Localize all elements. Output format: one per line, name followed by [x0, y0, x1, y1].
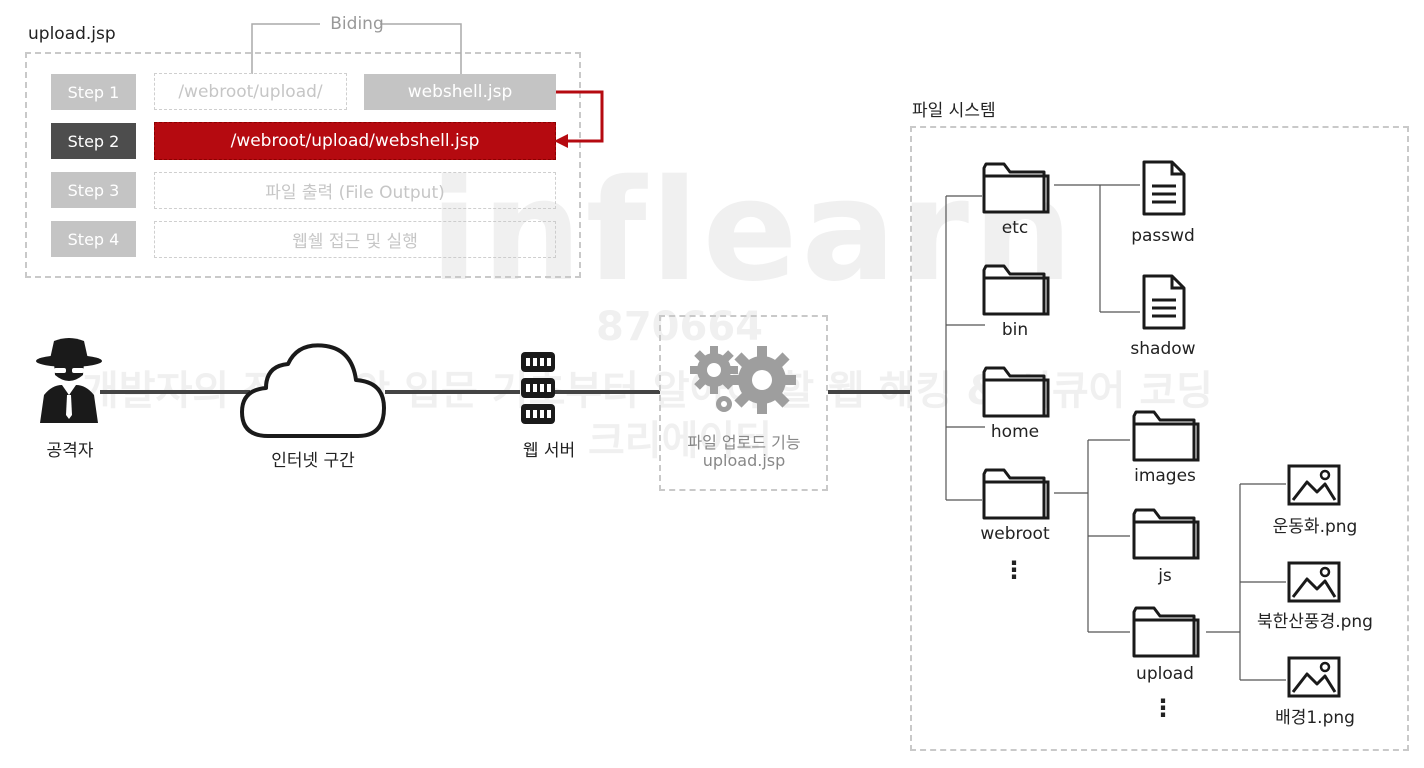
image-label-3: 배경1.png: [1275, 708, 1355, 728]
upload-file-label: upload.jsp: [702, 451, 786, 470]
image-label-2: 북한산풍경.png: [1257, 612, 1373, 632]
upload-feature-label: 파일 업로드 기능: [687, 433, 801, 452]
image-label-1: 운동화.png: [1272, 517, 1358, 537]
step-2-content: /webroot/upload/webshell.jsp: [154, 122, 556, 160]
file-label-passwd: passwd: [1131, 226, 1195, 246]
folder-icon-upload: [1132, 606, 1200, 658]
step-2-label: Step 2: [51, 123, 136, 159]
folder-icon-home: [982, 366, 1050, 418]
server-icon: [521, 352, 555, 424]
image-icon-1: [1287, 464, 1341, 506]
webroot-ellipsis: ⋮: [1151, 694, 1175, 722]
binding-bracket: [251, 23, 462, 74]
file-icon-passwd: [1142, 160, 1186, 216]
folder-label-webroot: webroot: [980, 524, 1050, 544]
folder-label-home: home: [990, 422, 1040, 442]
binding-label: Biding: [330, 14, 384, 34]
step-3-label: Step 3: [51, 172, 136, 208]
red-arrow: [554, 90, 604, 148]
folder-label-images: images: [1134, 466, 1196, 486]
folder-icon-webroot: [982, 468, 1050, 520]
cloud-icon: [240, 343, 386, 438]
folder-label-etc: etc: [1001, 218, 1029, 238]
gears-icon: [690, 346, 796, 414]
root-ellipsis: ⋮: [1002, 556, 1026, 584]
image-icon-3: [1287, 656, 1341, 698]
attacker-label: 공격자: [46, 441, 94, 461]
step-3-content: 파일 출력 (File Output): [154, 172, 556, 209]
internet-label: 인터넷 구간: [271, 451, 355, 471]
folder-icon-images: [1132, 410, 1200, 462]
upload-panel-title: upload.jsp: [28, 24, 116, 44]
folder-icon-js: [1132, 508, 1200, 560]
filesystem-panel: [910, 126, 1409, 751]
web-server-label: 웹 서버: [522, 441, 576, 461]
file-icon-shadow: [1142, 274, 1186, 330]
step-1-label: Step 1: [51, 74, 136, 110]
upload-feature-box: [659, 315, 828, 491]
folder-label-upload: upload: [1136, 664, 1194, 684]
attacker-icon: [36, 338, 102, 423]
step-1-file: webshell.jsp: [364, 74, 556, 110]
step-4-content: 웹쉘 접근 및 실행: [154, 221, 556, 258]
folder-label-js: js: [1158, 566, 1172, 586]
file-label-shadow: shadow: [1130, 339, 1196, 359]
folder-icon-bin: [982, 264, 1050, 316]
filesystem-title: 파일 시스템: [912, 101, 996, 121]
step-1-path: /webroot/upload/: [154, 73, 347, 110]
folder-label-bin: bin: [1001, 320, 1029, 340]
folder-icon-etc: [982, 162, 1050, 214]
image-icon-2: [1287, 561, 1341, 603]
upload-panel: [25, 52, 581, 278]
step-4-label: Step 4: [51, 221, 136, 257]
